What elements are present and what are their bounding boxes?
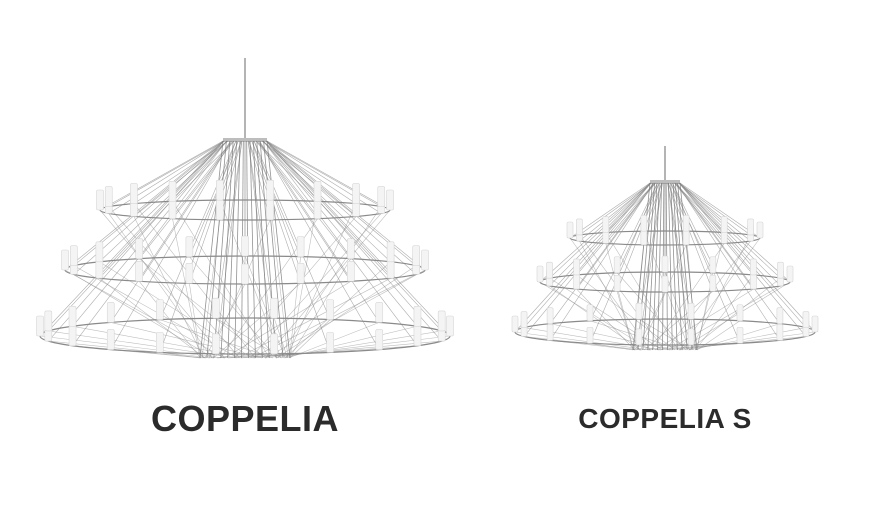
product-coppelia: COPPELIA — [20, 40, 470, 460]
product-title-coppelia: COPPELIA — [150, 398, 340, 439]
chandelier-small-icon — [511, 146, 819, 351]
product-title-coppelia-s: COPPELIA S — [578, 403, 752, 434]
product-coppelia-s: COPPELIA S — [495, 130, 835, 460]
chandelier-large-icon — [36, 58, 454, 359]
